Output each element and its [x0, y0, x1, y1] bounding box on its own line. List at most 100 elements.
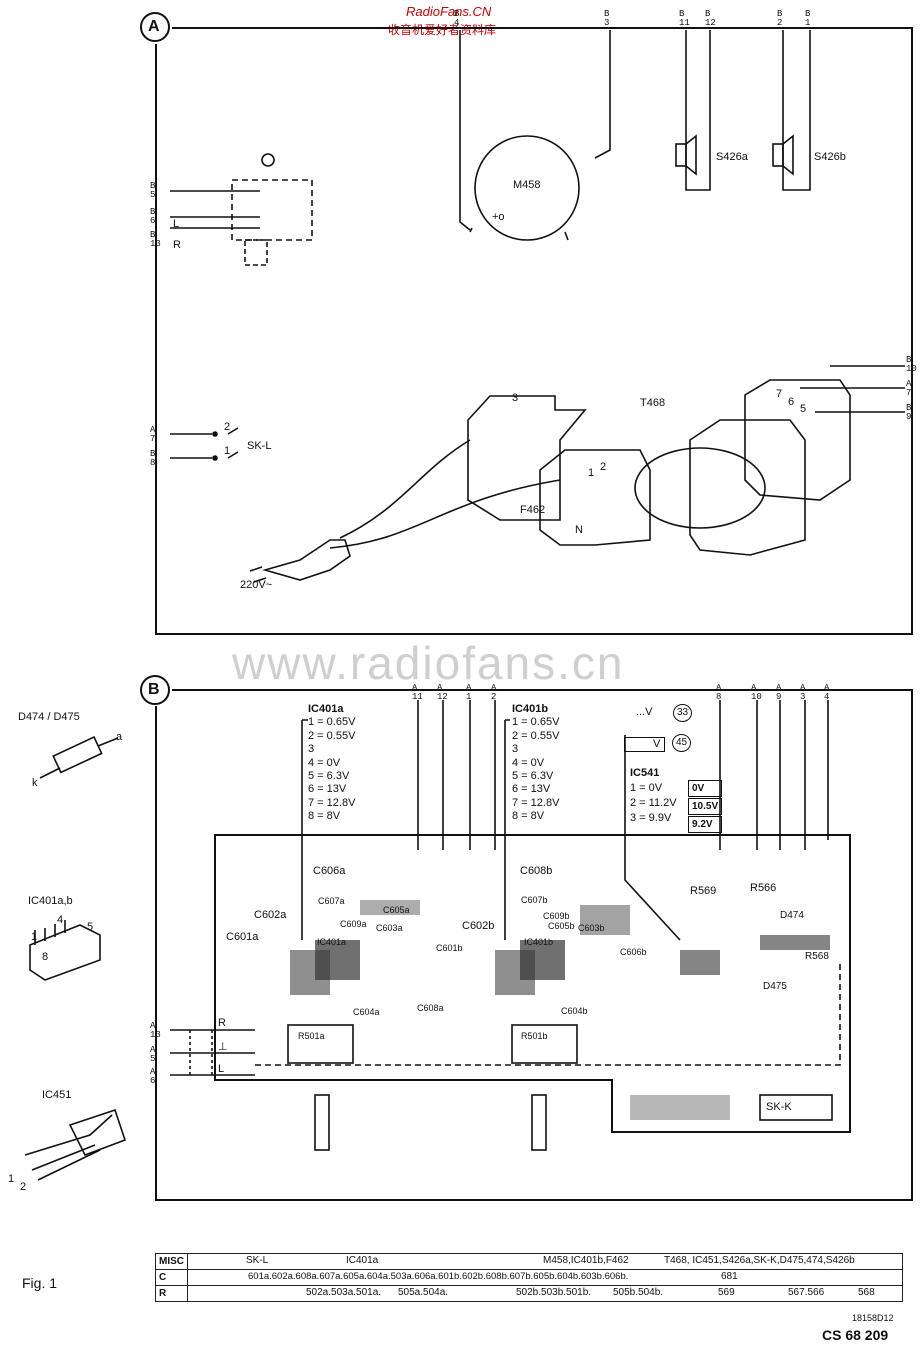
- terminal-number: 3: [512, 392, 519, 404]
- legend-ref-b: 45: [672, 734, 692, 752]
- cs-number: CS 68 209: [822, 1327, 889, 1343]
- component-label: C608b: [520, 865, 553, 877]
- component-label: R569: [690, 885, 717, 897]
- pin-voltage: 6 = 13V: [512, 783, 551, 796]
- panel-a-label: A: [148, 18, 160, 35]
- ic401b-title: IC401b: [512, 703, 549, 715]
- speaker-a-label: S426a: [716, 151, 748, 163]
- mains-label: 220V~: [240, 579, 273, 591]
- component-label: SK-K: [766, 1101, 792, 1113]
- jack-label-r: R: [173, 239, 181, 251]
- switch-pin: 1: [224, 445, 231, 457]
- component-label: C602a: [254, 909, 287, 921]
- pin-voltage: 2 = 0.55V: [512, 729, 560, 742]
- ic401a-voltages: IC401a 1 = 0.65V 2 = 0.55V 3 4 = 0V 5 = …: [308, 703, 355, 824]
- pin-voltage: 4 = 0V: [512, 756, 545, 769]
- ic451-label: IC451: [42, 1089, 72, 1101]
- component-label: D474: [780, 910, 804, 921]
- parts-table: MISC SK-L IC401a M458,IC401b,F462 T468, …: [155, 1253, 903, 1302]
- pin-voltage: 4 = 0V: [308, 756, 341, 769]
- diode-label: D474 / D475: [18, 711, 80, 723]
- ic401a-title: IC401a: [308, 703, 344, 715]
- watermark: www.radiofans.cn: [232, 637, 625, 689]
- component-label: C605a: [383, 905, 410, 915]
- jack-label-l: L: [173, 218, 180, 230]
- table-cell: 601a.602a.608a.607a.605a.604a.503a.606a.…: [187, 1269, 903, 1286]
- pin-voltage: 6 = 13V: [308, 783, 347, 796]
- pin-voltage: 8 = 8V: [308, 810, 341, 823]
- diode-cathode: k: [32, 777, 38, 789]
- component-label: C604b: [561, 1006, 588, 1016]
- component-label: C603a: [376, 923, 403, 933]
- component-label: IC401a: [317, 937, 347, 947]
- row-key: MISC: [155, 1253, 188, 1270]
- pin-voltage: 3 = 9.9V: [630, 812, 672, 824]
- pin-voltage: 7 = 12.8V: [308, 796, 356, 809]
- diode-anode: a: [116, 731, 123, 743]
- ic451-pin: 2: [20, 1181, 27, 1193]
- cell-text: SK-L: [246, 1255, 269, 1266]
- speaker-b-label: S426b: [814, 151, 846, 163]
- site-subtitle: 收音机爱好者资料库: [388, 23, 497, 37]
- panel-b-label: B: [148, 681, 160, 698]
- alt-voltage: 9.2V: [688, 816, 723, 833]
- table-row: MISC SK-L IC401a M458,IC401b,F462 T468, …: [155, 1253, 903, 1270]
- pin-voltage: 1 = 0.65V: [512, 716, 560, 729]
- ic401b-voltages: IC401b 1 = 0.65V 2 = 0.55V 3 4 = 0V 5 = …: [512, 703, 559, 824]
- component-label: C605b: [548, 921, 575, 931]
- ic-pin: 4: [57, 914, 64, 926]
- wire-label: L: [218, 1063, 225, 1075]
- pin-voltage: 1 = 0.65V: [308, 716, 356, 729]
- row-key: C: [155, 1269, 188, 1286]
- component-label: C602b: [462, 920, 495, 932]
- table-cell: 502a.503a.501a. 505a.504a. 502b.503b.501…: [187, 1285, 903, 1302]
- switch-label: SK-L: [247, 440, 272, 452]
- pin-voltage: 3: [308, 743, 315, 756]
- cell-text: IC401a: [346, 1255, 379, 1266]
- ic451-pin: 1: [8, 1173, 15, 1185]
- terminal-number: 1: [588, 467, 595, 479]
- terminal-number: N: [575, 524, 583, 536]
- wire-label: ⊥: [218, 1041, 228, 1053]
- component-label: C607b: [521, 895, 548, 905]
- cell-text: 681: [721, 1271, 738, 1282]
- ic401ab-label: IC401a,b: [28, 895, 73, 907]
- component-label: C609b: [543, 911, 570, 921]
- wire-label: R: [218, 1017, 226, 1029]
- table-row: R 502a.503a.501a. 505a.504a. 502b.503b.5…: [155, 1285, 903, 1302]
- document-code: 18158D12: [852, 1313, 894, 1323]
- pin-voltage: 7 = 12.8V: [512, 796, 560, 809]
- motor-plus: +o: [492, 211, 505, 223]
- panel-a-marker: [140, 12, 170, 42]
- component-label: C601b: [436, 943, 463, 953]
- pin-voltage: 8 = 8V: [512, 810, 545, 823]
- pin-voltage: 2 = 0.55V: [308, 729, 356, 742]
- component-label: IC401b: [524, 937, 554, 947]
- component-label: C606a: [313, 865, 346, 877]
- site-title: RadioFans.CN: [406, 4, 492, 19]
- ic-pin: 8: [42, 951, 49, 963]
- alt-voltage: 10.5V: [688, 798, 723, 815]
- cell-text: 502a.503a.501a.: [306, 1287, 382, 1298]
